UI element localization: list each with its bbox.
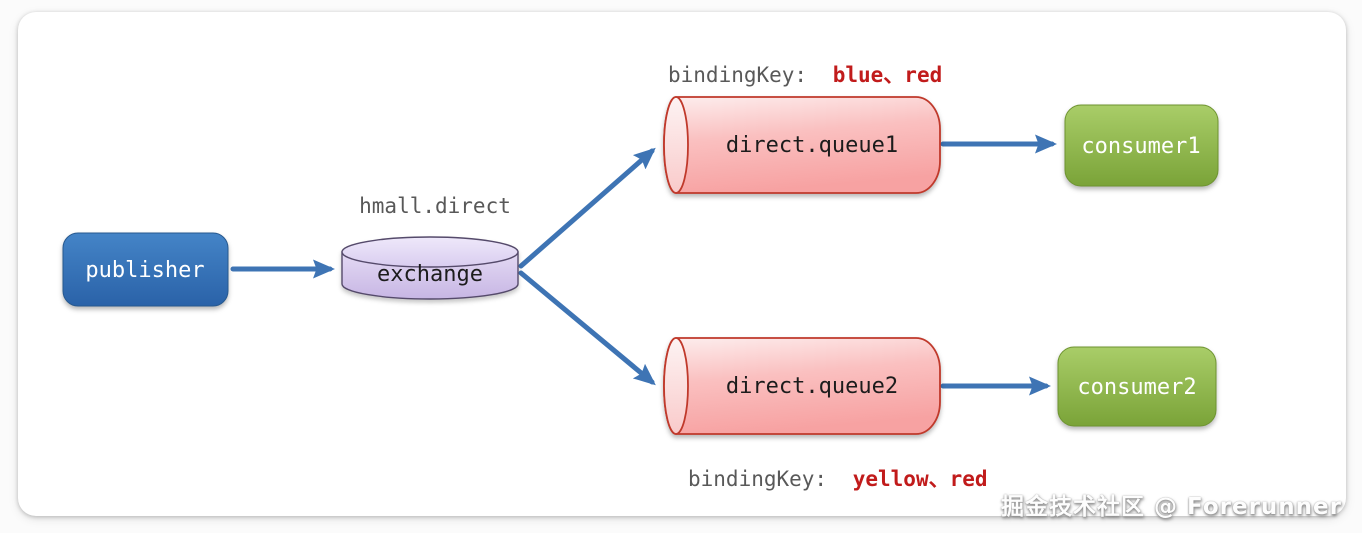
binding-key-top-values: blue、red (833, 63, 943, 87)
exchange-node: exchange (341, 236, 519, 300)
queue1-label: direct.queue1 (726, 133, 898, 158)
binding-key-top-prefix: bindingKey: (668, 63, 807, 87)
binding-key-bottom-values: yellow、red (853, 467, 988, 491)
publisher-node: publisher (62, 232, 229, 307)
binding-key-bottom: bindingKey: yellow、red (688, 467, 988, 491)
queue2-cylinder-cap (663, 337, 689, 435)
consumer1-label: consumer1 (1081, 134, 1200, 159)
arrow-exchange-to-queue2 (518, 270, 656, 386)
arrow-exchange-to-queue1 (518, 147, 656, 269)
exchange-name-label: hmall.direct (359, 194, 511, 218)
consumer1-box (1064, 104, 1219, 187)
queue2-node: direct.queue2 (663, 337, 941, 435)
exchange-label: exchange (377, 262, 483, 287)
consumer2-label: consumer2 (1077, 375, 1196, 400)
consumer2-box (1057, 346, 1217, 427)
watermark-text: 掘金技术社区 @ Forerunner (1001, 494, 1342, 520)
queue1-node: direct.queue1 (663, 96, 941, 194)
queue2-label: direct.queue2 (726, 374, 898, 399)
exchange-cylinder-top (341, 236, 519, 268)
publisher-box (62, 232, 229, 307)
queue1-cylinder-cap (663, 96, 689, 194)
consumer2-node: consumer2 (1057, 346, 1217, 427)
publisher-label: publisher (85, 258, 204, 283)
consumer1-node: consumer1 (1064, 104, 1219, 187)
binding-key-top: bindingKey: blue、red (668, 63, 942, 87)
binding-key-bottom-prefix: bindingKey: (688, 467, 827, 491)
